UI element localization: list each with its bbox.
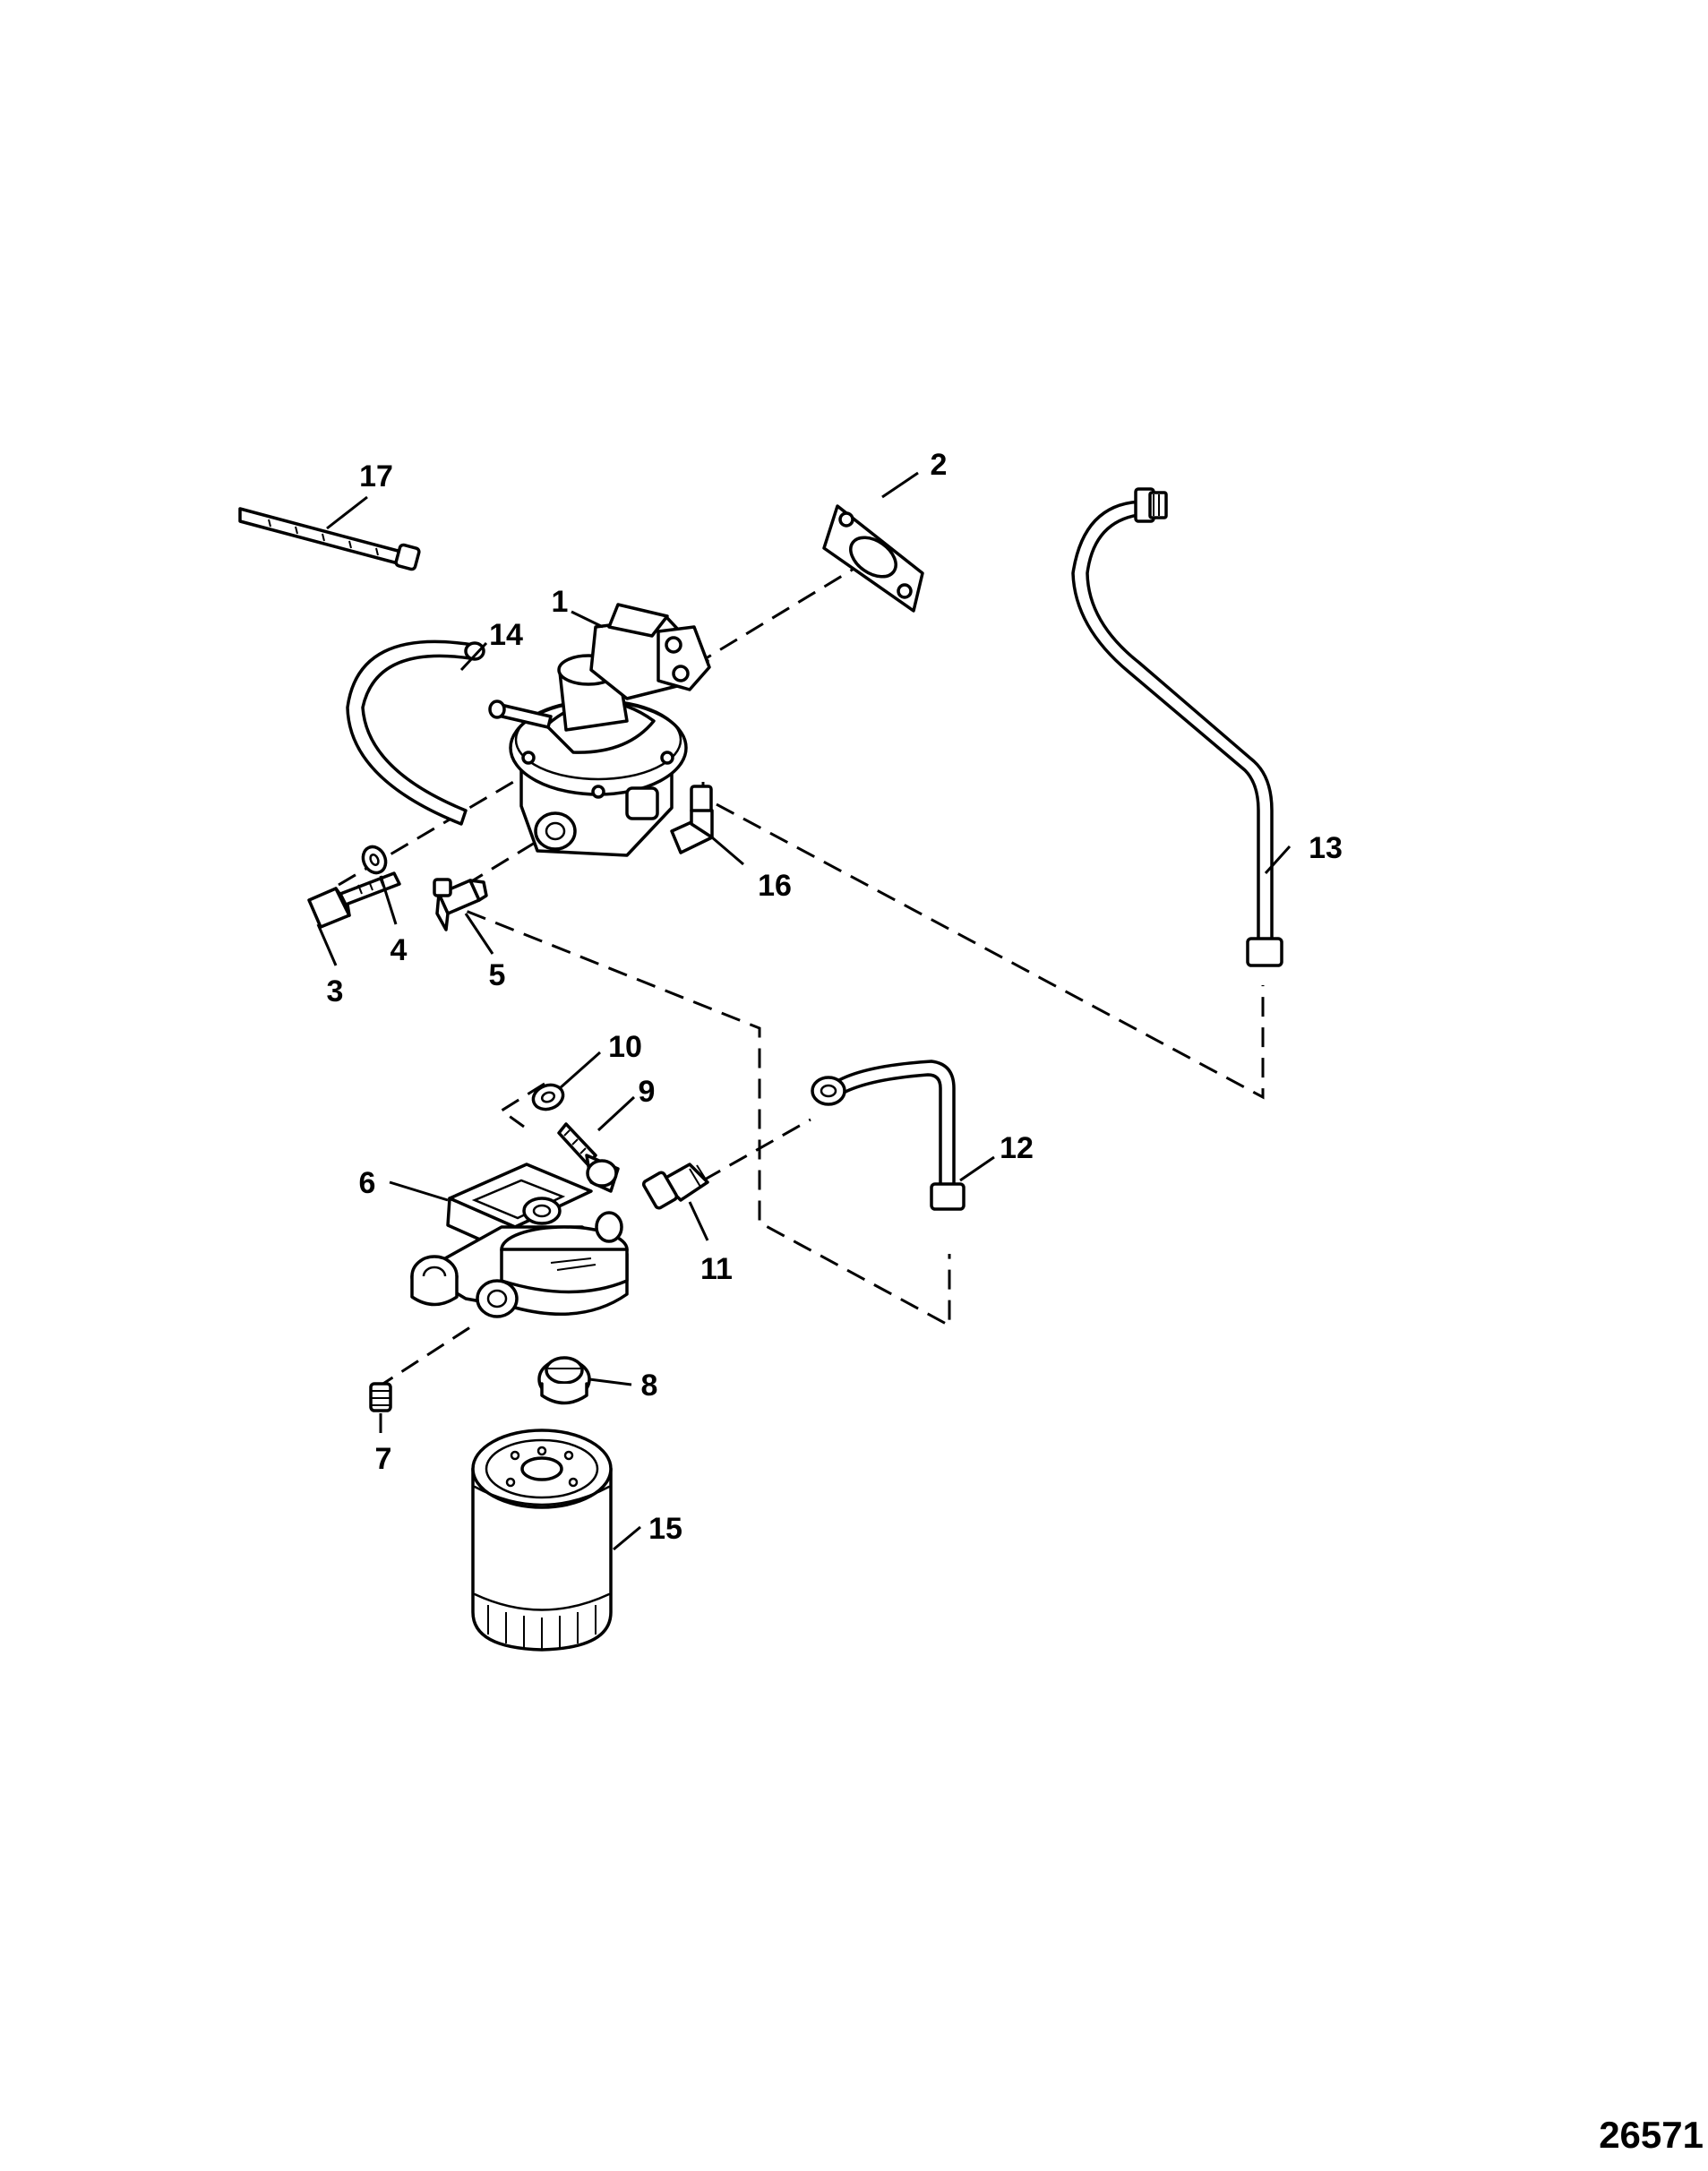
callout-14: 14 — [489, 618, 523, 652]
elbow-fitting-16 — [670, 785, 714, 854]
callout-17: 17 — [359, 459, 393, 493]
leader-1 — [571, 610, 604, 629]
dash-fitting-to-line12 — [702, 1118, 811, 1182]
callout-12: 12 — [1000, 1131, 1034, 1165]
adapter-8 — [537, 1356, 591, 1405]
callout-13: 13 — [1309, 831, 1343, 865]
washer-10 — [531, 1083, 565, 1111]
leader-5 — [464, 913, 494, 955]
callout-4: 4 — [391, 933, 408, 967]
leader-15 — [613, 1525, 641, 1551]
callout-2: 2 — [931, 448, 948, 482]
callout-3: 3 — [327, 974, 344, 1008]
leader-2 — [881, 471, 919, 499]
leader-17 — [326, 495, 368, 530]
bolt — [307, 871, 401, 929]
leader-8 — [588, 1377, 632, 1386]
dash-pump-to-line13 — [701, 782, 1265, 1100]
screw-9 — [557, 1122, 620, 1193]
callout-1: 1 — [552, 585, 569, 619]
leader-lines — [316, 471, 1292, 1551]
callout-labels: 17 2 1 14 3 4 5 16 13 10 9 6 11 12 7 8 1… — [327, 448, 1343, 1546]
callout-11: 11 — [700, 1252, 733, 1286]
figure-number: 26571 — [1599, 2114, 1704, 2156]
elbow-fitting-5 — [433, 878, 488, 931]
gasket — [822, 504, 924, 613]
callout-10: 10 — [608, 1030, 642, 1064]
filter-element — [471, 1429, 613, 1652]
callout-6: 6 — [359, 1166, 376, 1200]
leader-16 — [711, 836, 744, 866]
leader-4 — [379, 875, 398, 925]
callout-7: 7 — [375, 1442, 392, 1476]
leader-9 — [597, 1095, 636, 1132]
leader-12 — [959, 1155, 995, 1182]
callout-15: 15 — [648, 1512, 682, 1546]
callout-16: 16 — [758, 869, 792, 903]
plug-7 — [369, 1382, 392, 1412]
dash-base-to-plug — [375, 1324, 474, 1390]
callout-9: 9 — [639, 1075, 656, 1109]
dash-washer10-bracket — [499, 1082, 545, 1128]
callout-8: 8 — [641, 1369, 658, 1403]
fuel-line-12 — [811, 1060, 966, 1211]
dash-elbow5-to-line12 — [438, 898, 951, 1328]
washer-4 — [361, 845, 388, 875]
dash-pump-to-elbow5 — [465, 831, 552, 887]
leader-3 — [316, 923, 338, 966]
leader-10 — [559, 1051, 601, 1090]
hose — [346, 639, 485, 826]
dash-pump-to-gasket — [693, 561, 865, 667]
filter-base — [410, 1163, 629, 1318]
leader-6 — [389, 1180, 449, 1202]
fuel-line-13 — [1071, 487, 1283, 967]
callout-5: 5 — [489, 958, 506, 992]
fuel-pump — [488, 603, 711, 857]
leader-11 — [688, 1201, 709, 1241]
tie-strap — [238, 507, 421, 571]
leader-14 — [459, 641, 488, 672]
leader-13 — [1264, 845, 1292, 875]
fitting-11 — [641, 1163, 709, 1210]
